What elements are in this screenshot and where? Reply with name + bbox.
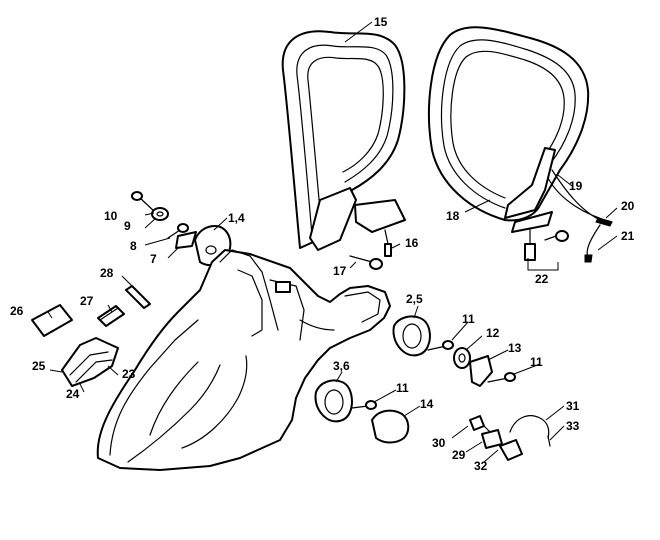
screw-16 [384, 229, 392, 257]
callout-30: 30 [432, 436, 446, 450]
grommet-3-6 [314, 379, 353, 423]
callout-33: 33 [566, 419, 580, 433]
callout-14: 14 [420, 397, 434, 411]
screw-11b [487, 372, 516, 383]
lever-25-23-24 [61, 337, 119, 387]
callout-9: 9 [124, 219, 131, 233]
callout-13: 13 [508, 341, 522, 355]
wire-31-33 [499, 415, 551, 461]
callout-25: 25 [32, 359, 46, 373]
callout-11b: 11 [530, 355, 543, 369]
callout-24: 24 [66, 387, 80, 401]
handlebar-15 [281, 30, 406, 251]
callout-11c: 11 [396, 381, 409, 395]
callout-28: 28 [100, 266, 114, 280]
callout-11a: 11 [462, 312, 475, 326]
callout-labels: 15 10 9 8 7 1,4 16 17 18 19 20 21 22 28 … [10, 15, 635, 473]
handlebar-18 [428, 26, 590, 233]
screw-17 [349, 255, 383, 270]
callout-23: 23 [122, 367, 136, 381]
callout-2-5: 2,5 [406, 292, 423, 306]
bracket-13 [469, 355, 493, 387]
screw-10 [131, 191, 156, 213]
screw-22b [544, 230, 569, 242]
callout-18: 18 [446, 209, 460, 223]
callout-31: 31 [566, 399, 580, 413]
callout-1-4: 1,4 [228, 211, 245, 225]
callout-10: 10 [104, 209, 118, 223]
callout-22: 22 [535, 272, 549, 286]
screw-11c [351, 400, 377, 410]
callout-3-6: 3,6 [333, 359, 350, 373]
spring-27 [97, 305, 125, 327]
leader-lines [47, 21, 618, 463]
callout-16: 16 [405, 236, 419, 250]
callout-32: 32 [474, 459, 488, 473]
wire-20 [547, 177, 613, 227]
ring-12 [453, 347, 471, 369]
callout-17: 17 [333, 264, 347, 278]
wire-21 [584, 224, 601, 263]
callout-8: 8 [130, 239, 137, 253]
callout-19: 19 [569, 179, 583, 193]
callout-15: 15 [374, 15, 388, 29]
callout-21: 21 [621, 229, 635, 243]
callout-7: 7 [150, 252, 157, 266]
switch-29-30-32 [469, 415, 503, 449]
wire-19 [551, 169, 601, 221]
main-housing [96, 249, 391, 471]
callout-26: 26 [10, 304, 24, 318]
pin-28 [125, 285, 151, 309]
screw-22a [524, 229, 536, 261]
screw-8 [167, 223, 189, 239]
washer-9 [151, 207, 169, 221]
callout-27: 27 [80, 294, 94, 308]
pad-26 [31, 304, 73, 337]
callout-29: 29 [452, 448, 466, 462]
plate-7 [175, 231, 197, 249]
callout-12: 12 [486, 326, 500, 340]
callout-20: 20 [621, 199, 635, 213]
plug-14 [371, 409, 410, 444]
screw-11a [427, 340, 454, 351]
grommet-2-5 [392, 315, 431, 357]
